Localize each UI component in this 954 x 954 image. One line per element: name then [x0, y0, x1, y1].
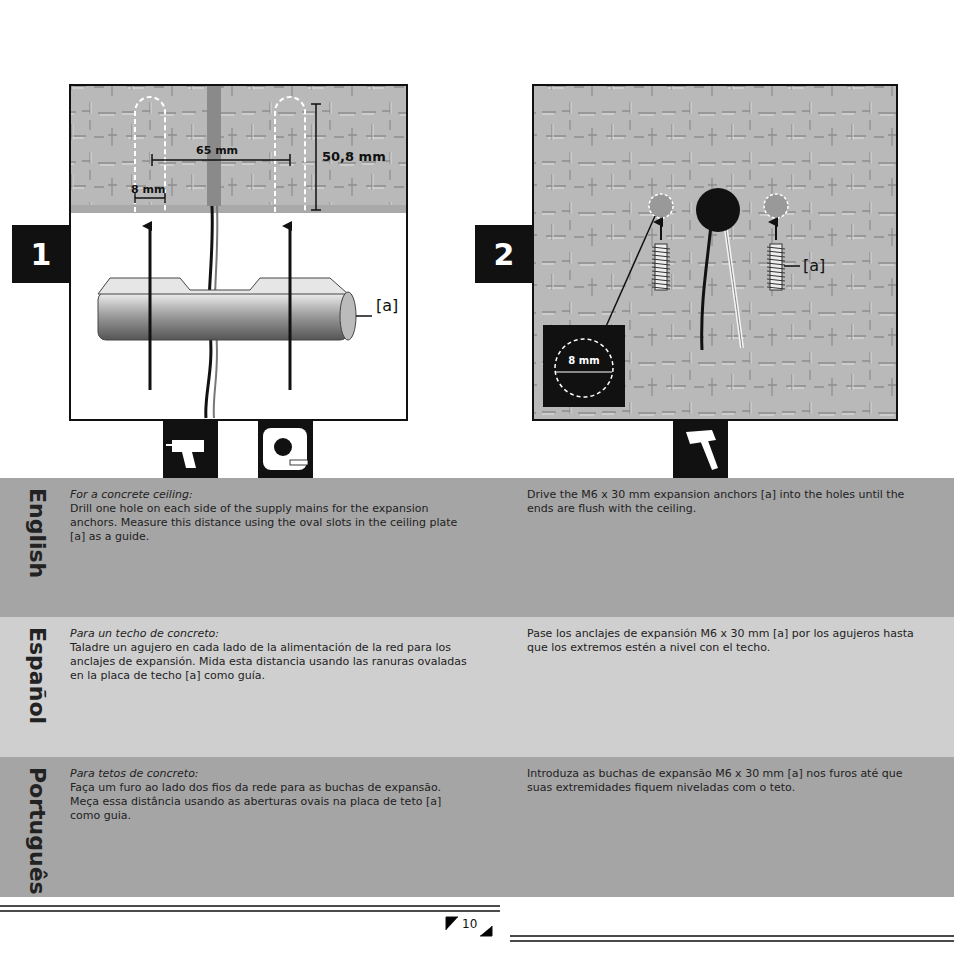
instruction-heading: For a concrete ceiling: [70, 488, 470, 502]
step-number: 1 [31, 237, 52, 272]
instruction-column: Para tetos de concreto:Faça um furo ao l… [70, 767, 470, 823]
dimension-label: 8 mm [131, 183, 165, 196]
instruction-column: Para un techo de concreto:Taladre un agu… [70, 627, 470, 683]
callout-letter: [a] [376, 296, 398, 315]
step-number: 2 [494, 237, 515, 272]
dimension-label: 65 mm [196, 144, 238, 157]
page-number: 10 [462, 917, 477, 931]
instruction-column: For a concrete ceiling:Drill one hole on… [70, 488, 470, 544]
instruction-heading: Para tetos de concreto: [70, 767, 470, 781]
language-band: Português Para tetos de concreto:Faça um … [0, 757, 954, 897]
instruction-text: Pase los anclajes de expansión M6 x 30 m… [527, 627, 927, 655]
language-name: Português [22, 767, 52, 895]
step-number-box: 1 [12, 225, 70, 283]
callout-letter: [a] [803, 256, 825, 275]
language-band: Español Para un techo de concreto:Taladre… [0, 617, 954, 757]
language-name: English [22, 488, 52, 578]
language-name: Español [22, 627, 52, 724]
instruction-text: Drive the M6 x 30 mm expansion anchors [… [527, 488, 927, 516]
instruction-text: Faça um furo ao lado dos fios da rede pa… [70, 781, 470, 823]
instruction-text: Introduza as buchas de expansão M6 x 30 … [527, 767, 927, 795]
language-band: English For a concrete ceiling:Drill one … [0, 478, 954, 617]
hole-diameter: 8 mm [543, 355, 625, 366]
step-number-box: 2 [475, 225, 533, 283]
instruction-text: Taladre un agujero en cada lado de la al… [70, 641, 470, 683]
hole-circle [543, 325, 625, 407]
detail-inset: 8 mm [543, 325, 625, 407]
dimension-label: 50,8 mm [322, 149, 386, 164]
instruction-text: Drill one hole on each side of the suppl… [70, 502, 470, 544]
instruction-heading: Para un techo de concreto: [70, 627, 470, 641]
